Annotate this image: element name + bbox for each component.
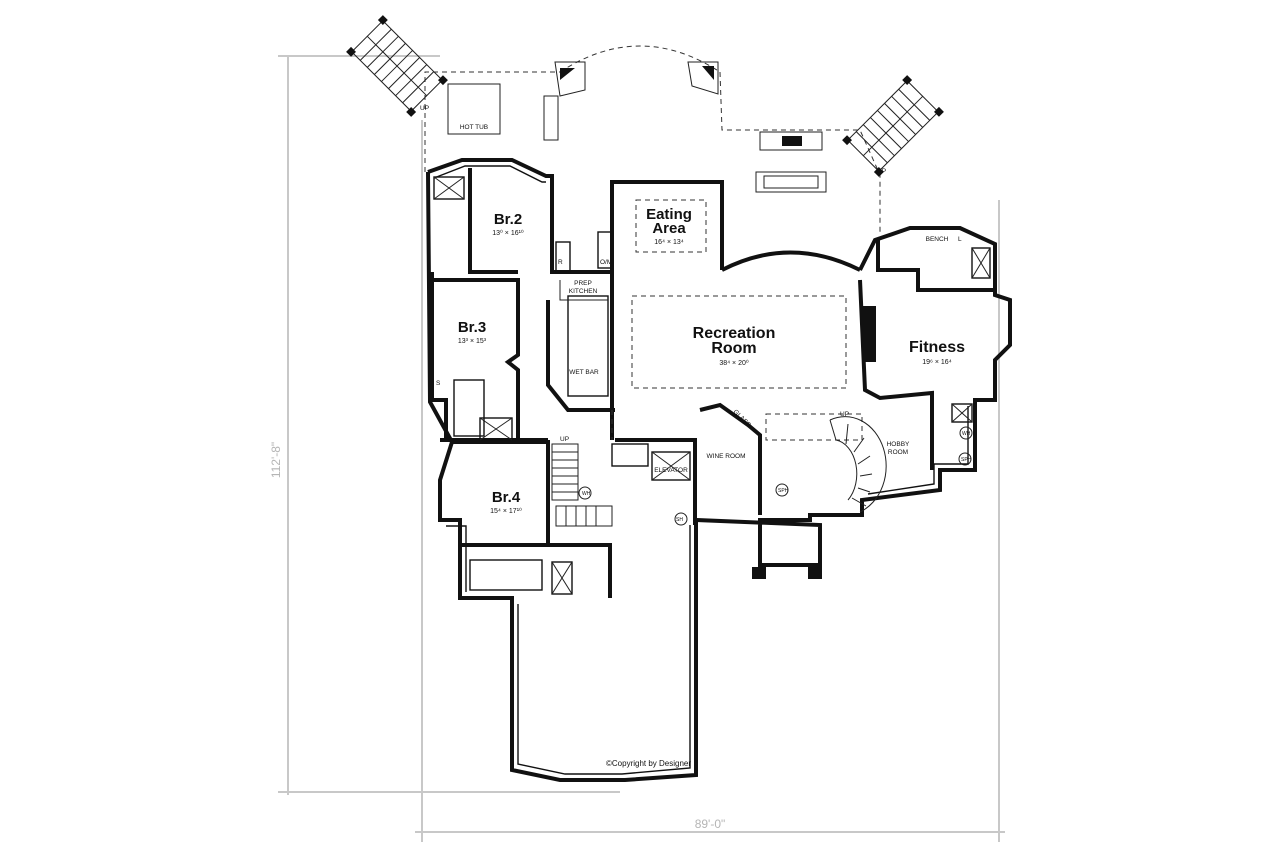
- hot-tub: [447, 83, 501, 135]
- interior-walls: [430, 168, 995, 598]
- br2-size: 13⁰ × 16¹⁰: [492, 229, 524, 237]
- linen-label: L: [958, 236, 962, 243]
- recreation-room-size: 38⁴ × 20⁰: [719, 359, 749, 367]
- dimension-lines: 112'-8" 89'-0": [269, 55, 1005, 842]
- shelf-label: S: [436, 380, 441, 387]
- water-heater-2-label: WH: [962, 431, 971, 437]
- main-stair: [551, 443, 613, 527]
- water-heater-label: WH: [582, 491, 591, 497]
- hobby-room-label-line1: HOBBY: [887, 441, 910, 448]
- exterior-walls: [426, 158, 1012, 782]
- hot-tub-label: HOT TUB: [460, 124, 488, 131]
- br2-name: Br.2: [494, 211, 522, 228]
- fireplace: [862, 306, 876, 362]
- fitness-size: 19⁶ × 16⁴: [922, 359, 951, 366]
- recreation-room-name-line1: Recreation: [693, 325, 776, 342]
- rear-deck: HOT TUB: [424, 45, 881, 235]
- prep-kitchen-label-line1: PREP: [574, 280, 592, 287]
- sump-pit-label: SPH: [961, 457, 972, 463]
- prep-kitchen-label-line2: KITCHEN: [569, 288, 598, 295]
- left-deck-up-label: UP: [420, 105, 429, 112]
- recreation-room-name-line2: Room: [711, 340, 756, 357]
- wet-bar-label: WET BAR: [569, 369, 599, 376]
- sump-label: SH: [676, 517, 683, 523]
- glass-label: GLASS: [732, 408, 753, 429]
- right-deck-stair: [842, 75, 944, 177]
- br4-size: 15⁴ × 17¹⁰: [490, 507, 522, 515]
- br4-name: Br.4: [492, 489, 521, 506]
- front-entry: [752, 567, 822, 579]
- spiral-stair-up-label: UP: [840, 411, 849, 418]
- eating-area-name-line1: Eating: [646, 206, 692, 223]
- fitness-name: Fitness: [909, 339, 965, 356]
- right-deck-up-label: UP: [877, 168, 886, 175]
- oven-microwave-label: O/M: [600, 259, 612, 266]
- wine-room-label: WINE ROOM: [707, 453, 746, 460]
- hobby-room-label-line2: ROOM: [888, 449, 908, 456]
- dashed-boundaries: [611, 199, 863, 441]
- elevator-label: ELEVATOR: [654, 467, 688, 474]
- br3-name: Br.3: [458, 319, 486, 336]
- depth-dimension: 112'-8": [269, 442, 283, 478]
- width-dimension: 89'-0": [695, 817, 726, 831]
- bench-label: BENCH: [926, 236, 949, 243]
- main-stair-up-label: UP: [560, 436, 569, 443]
- spiral-stair: [829, 416, 887, 513]
- eating-area-name-line2: Area: [652, 220, 686, 237]
- refrigerator-label: R: [558, 259, 563, 266]
- copyright-notice: ©Copyright by Designer: [606, 759, 691, 768]
- sump-pit-2-label: SPH: [778, 488, 789, 494]
- eating-area-size: 16⁴ × 13⁴: [654, 239, 684, 246]
- br3-size: 13³ × 15³: [458, 338, 487, 345]
- left-deck-stair: [346, 15, 448, 117]
- room-labels: Br.2 13⁰ × 16¹⁰ Br.3 13³ × 15³ Br.4 15⁴ …: [458, 206, 965, 515]
